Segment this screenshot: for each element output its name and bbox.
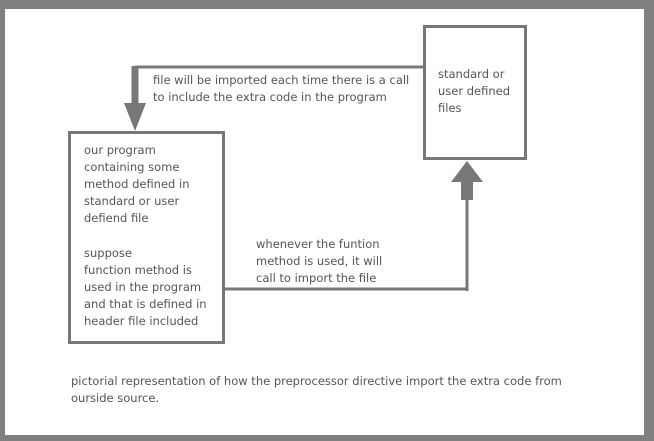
program-box [68, 131, 225, 344]
diagram-caption: pictorial representation of how the prep… [71, 374, 562, 405]
files-box [423, 25, 527, 160]
files-box-text: standard or user defined files [438, 67, 511, 115]
program-box-text-top: our program containing some method defin… [84, 143, 190, 225]
call-arrowhead-up [451, 161, 483, 182]
call-edge-label: whenever the funtion method is used, it … [256, 237, 383, 285]
call-arrow-shaft [461, 180, 473, 200]
import-arrowhead-down [124, 103, 146, 131]
import-edge-label: file will be imported each time there is… [153, 73, 410, 104]
program-box-text-bottom: suppose function method is used in the p… [84, 246, 207, 328]
